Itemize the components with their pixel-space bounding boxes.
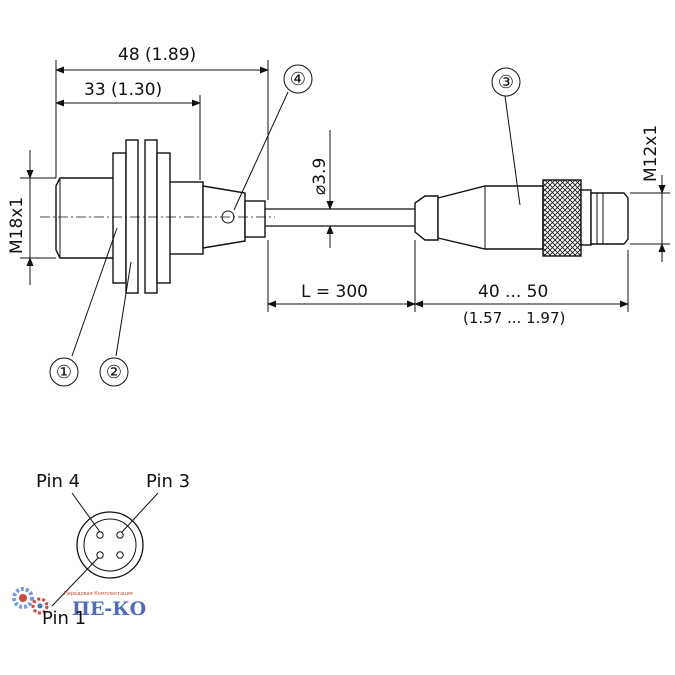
- watermark: Передовая Комплектация ПЕ-КО: [12, 587, 146, 620]
- nut-front: [112, 152, 127, 284]
- knurled-nut: [542, 179, 582, 257]
- dim-length-thread: 33 (1.30): [84, 80, 162, 100]
- cable: [265, 208, 420, 227]
- m12-connector: [414, 179, 629, 257]
- dim-length-total: 48 (1.89): [118, 45, 196, 65]
- watermark-tagline: Передовая Комплектация: [64, 591, 133, 597]
- sensor-body: [40, 139, 275, 294]
- nut-rear: [144, 139, 158, 294]
- callout-4: ④: [283, 64, 313, 94]
- callout-3: ③: [491, 67, 521, 97]
- pin-2: [116, 551, 124, 559]
- gear-logo-icon: [12, 587, 49, 615]
- svg-text:③: ③: [498, 72, 514, 93]
- pin-4: [96, 531, 104, 539]
- svg-text:②: ②: [106, 362, 122, 383]
- dim-cable-length: L = 300: [301, 282, 368, 302]
- callout-2: ②: [99, 357, 129, 387]
- dim-cable-diameter: ⌀3.9: [310, 158, 330, 195]
- pin-4-label: Pin 4: [36, 471, 80, 492]
- svg-text:①: ①: [56, 362, 72, 383]
- dim-connector-length-inch: (1.57 ... 1.97): [463, 309, 565, 327]
- pin-3: [116, 531, 124, 539]
- pin-3-label: Pin 3: [146, 471, 190, 492]
- pin-1-label: Pin 1: [42, 608, 86, 629]
- svg-text:④: ④: [290, 69, 306, 90]
- dimension-lines: [20, 60, 670, 312]
- dim-connector-length: 40 ... 50: [478, 282, 548, 302]
- dim-thread-sensor: M18x1: [7, 197, 27, 254]
- pin-1: [96, 551, 104, 559]
- watermark-name: ПЕ-КО: [72, 598, 146, 620]
- dim-thread-connector: M12x1: [641, 125, 661, 182]
- callout-1: ①: [49, 357, 79, 387]
- callout-leaders: [71, 91, 521, 357]
- pin-diagram: [51, 492, 159, 607]
